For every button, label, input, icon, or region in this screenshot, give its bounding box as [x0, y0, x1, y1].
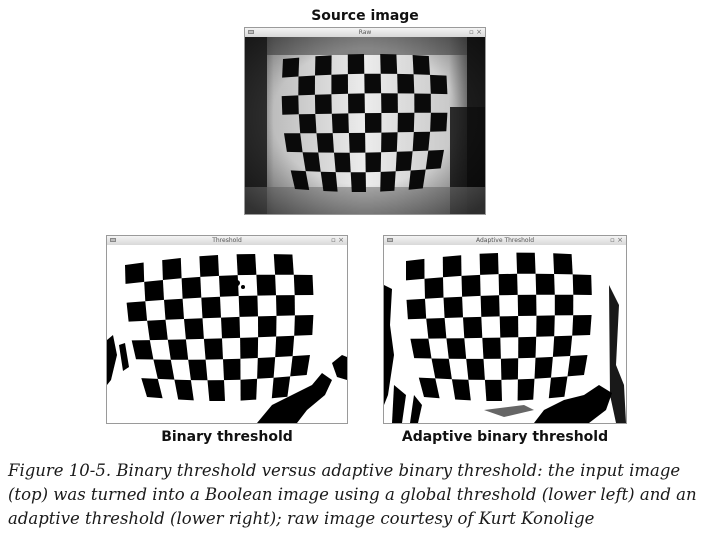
checker-square — [276, 295, 295, 316]
source-photo — [245, 37, 485, 214]
checker-square — [466, 358, 485, 380]
checker-square — [153, 359, 175, 380]
adaptive-checkerboard — [406, 252, 592, 401]
source-image-heading: Source image — [311, 8, 419, 24]
adaptive-threshold-heading: Adaptive binary threshold — [401, 429, 609, 445]
checker-square — [223, 358, 241, 381]
adaptive-window-title: Adaptive Threshold — [475, 237, 535, 244]
checker-square — [518, 336, 537, 359]
checker-square — [290, 355, 310, 377]
checker-square — [240, 378, 258, 401]
checker-square — [199, 255, 219, 277]
checker-square — [162, 258, 182, 280]
checker-square — [238, 295, 258, 317]
checker-square — [203, 338, 223, 360]
checker-square — [271, 376, 291, 399]
checker-square — [499, 316, 519, 338]
checker-square — [479, 253, 499, 275]
checker-square — [125, 262, 145, 284]
checker-square — [461, 274, 481, 297]
checker-square — [240, 337, 259, 359]
window-controls[interactable]: ▫ × — [610, 236, 623, 244]
checker-square — [463, 316, 483, 339]
checker-square — [219, 275, 239, 297]
threshold-window-title: Threshold — [212, 237, 242, 244]
checker-square — [257, 357, 276, 379]
checker-square — [572, 274, 592, 295]
binary-checkerboard — [125, 254, 314, 401]
checker-square — [141, 378, 163, 399]
checker-square — [131, 340, 154, 360]
window-menu-icon[interactable] — [248, 30, 254, 34]
binary-threshold-heading: Binary threshold — [161, 429, 293, 445]
checker-square — [480, 295, 500, 317]
window-menu-icon[interactable] — [387, 238, 393, 242]
checker-square — [201, 296, 221, 319]
checker-square — [482, 337, 501, 359]
checker-square — [126, 301, 148, 322]
checker-square — [517, 294, 537, 316]
checker-square — [426, 318, 447, 339]
checker-square — [534, 356, 553, 379]
checker-square — [174, 379, 194, 401]
checker-square — [181, 276, 202, 299]
checker-square — [442, 255, 462, 278]
threshold-image-window: Threshold ▫ × — [106, 235, 348, 424]
checker-square — [451, 379, 471, 401]
raw-window-title: Raw — [358, 29, 372, 36]
checker-square — [498, 273, 518, 296]
checker-square — [273, 254, 294, 275]
checker-square — [236, 254, 257, 276]
checker-square — [293, 274, 314, 296]
checker-square — [548, 376, 568, 399]
checker-square — [410, 338, 432, 359]
checker-square — [188, 359, 208, 381]
checker-square — [221, 316, 241, 339]
checker-square — [164, 298, 184, 320]
binary-threshold-image — [107, 245, 347, 423]
checker-square — [536, 315, 555, 337]
checker-square — [552, 335, 573, 357]
checker-square — [406, 258, 425, 281]
figure-caption: Figure 10-5. Binary threshold versus ada… — [8, 461, 697, 528]
window-controls[interactable]: ▫ × — [469, 28, 482, 36]
checker-square — [184, 318, 204, 340]
window-controls[interactable]: ▫ × — [331, 236, 344, 244]
checker-square — [567, 355, 588, 377]
window-menu-icon[interactable] — [110, 238, 116, 242]
checker-square — [446, 338, 467, 359]
adaptive-threshold-image — [384, 245, 626, 423]
checker-square — [294, 315, 314, 336]
checker-square — [553, 253, 573, 275]
checker-square — [258, 315, 277, 338]
checker-square — [147, 319, 168, 341]
checker-square — [207, 380, 225, 401]
checker-square — [256, 274, 276, 296]
checker-square — [275, 335, 295, 358]
checker-square — [535, 273, 555, 295]
checker-square — [516, 252, 536, 274]
checker-square — [554, 294, 574, 316]
checker-square — [406, 298, 427, 320]
checker-square — [443, 296, 463, 318]
checker-square — [572, 315, 592, 336]
checker-square — [144, 280, 164, 302]
checker-square — [484, 379, 502, 401]
checker-square — [418, 377, 440, 399]
raw-image-window: Raw ▫ × — [244, 27, 486, 215]
adaptive-threshold-image-window: Adaptive Threshold ▫ × — [383, 235, 627, 424]
checker-square — [424, 277, 444, 299]
checker-square — [167, 339, 189, 360]
checker-square — [431, 358, 452, 380]
checker-square — [517, 378, 535, 401]
checker-square — [500, 358, 519, 380]
